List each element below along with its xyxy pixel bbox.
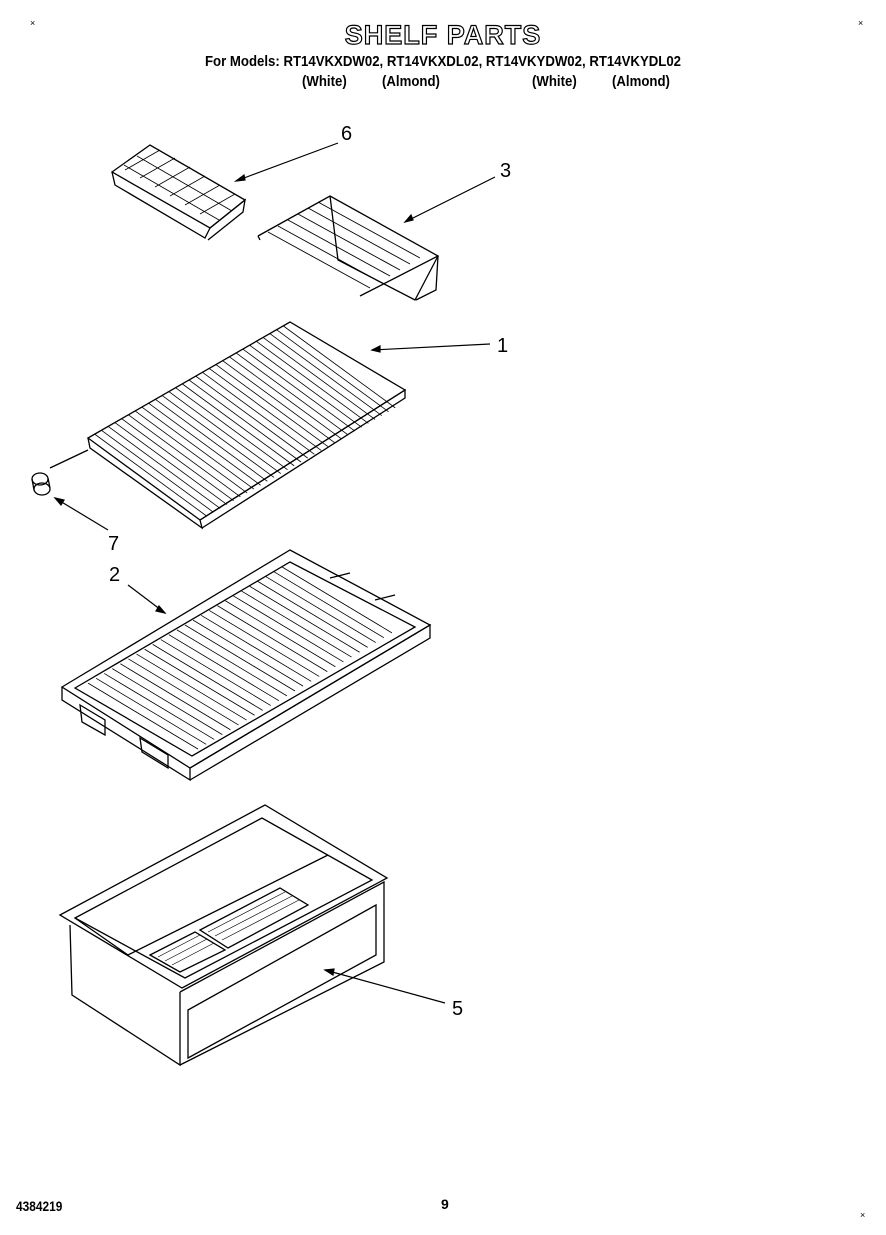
corner-mark: × <box>860 1210 866 1220</box>
slat-line <box>182 383 295 467</box>
slat-line <box>87 682 199 750</box>
slat-line <box>200 614 312 682</box>
slat-line <box>222 360 335 443</box>
slat-line <box>208 368 322 451</box>
slat-line <box>144 648 255 716</box>
slat-line <box>104 673 215 740</box>
page-title: SHELF PARTS <box>344 19 542 50</box>
slat-line <box>175 387 288 471</box>
slat-line <box>283 325 396 409</box>
slat-line <box>202 371 315 455</box>
slat-line <box>265 576 376 643</box>
slat-line <box>152 644 263 711</box>
slat-line <box>188 379 302 463</box>
slat-line <box>107 426 221 509</box>
slat-line <box>136 653 247 721</box>
slat-line <box>249 585 360 653</box>
slat-line <box>120 663 231 731</box>
slat-line <box>160 639 271 706</box>
slat-line <box>128 658 239 726</box>
slat-line <box>94 433 207 517</box>
slat-line <box>155 399 268 482</box>
color-label: (White) <box>532 73 577 90</box>
models-line: For Models: RT14VKXDW02, RT14VKXDL02, RT… <box>204 53 682 70</box>
wire-rack-part <box>257 195 440 301</box>
callout-1: 1 <box>497 335 508 357</box>
slat-line <box>134 410 248 494</box>
ice-tray-part <box>110 144 247 241</box>
slat-line <box>114 422 228 505</box>
slat-line <box>217 605 328 672</box>
slat-line <box>249 344 362 428</box>
callout-7: 7 <box>108 533 119 555</box>
slat-line <box>242 348 356 432</box>
corner-mark: × <box>858 18 864 28</box>
slat-line <box>256 341 369 424</box>
page-number: 9 <box>441 1196 449 1212</box>
slat-line <box>168 391 282 474</box>
slat-line <box>235 352 349 436</box>
slat-line <box>273 571 385 639</box>
slat-line <box>112 668 223 735</box>
slat-line <box>148 402 261 486</box>
slat-line <box>233 595 344 663</box>
slat-line <box>257 581 368 648</box>
slat-line <box>229 356 342 440</box>
callout-6: 6 <box>341 123 352 145</box>
color-label: (White) <box>302 73 347 90</box>
slat-line <box>168 634 280 702</box>
slat-line <box>121 418 234 501</box>
slat-line <box>101 429 214 513</box>
callout-3: 3 <box>500 160 511 182</box>
slat-line <box>95 677 207 745</box>
slat-line <box>276 329 389 413</box>
slat-line <box>161 395 275 478</box>
slat-line <box>262 337 376 420</box>
slat-line <box>195 375 308 459</box>
slat-line <box>269 333 383 416</box>
crisper-bin-part <box>58 804 389 1067</box>
document-number: 4384219 <box>16 1198 63 1214</box>
callout-5: 5 <box>452 998 463 1020</box>
color-label: (Almond) <box>612 73 670 90</box>
leader-lines <box>53 142 496 1004</box>
wire-shelf-part <box>31 321 407 530</box>
slat-line <box>209 610 320 677</box>
slat-line <box>192 619 304 687</box>
slat-line <box>241 590 352 658</box>
callout-2: 2 <box>109 564 120 586</box>
corner-mark: × <box>30 18 36 28</box>
slat-line <box>225 600 336 668</box>
slat-line <box>281 566 393 634</box>
color-label: (Almond) <box>382 73 440 90</box>
slat-line <box>141 406 255 490</box>
shelf-frame-part <box>60 549 432 782</box>
slat-line <box>128 414 241 498</box>
slat-line <box>215 364 329 447</box>
slat-line <box>184 624 296 692</box>
slat-line <box>176 629 288 697</box>
